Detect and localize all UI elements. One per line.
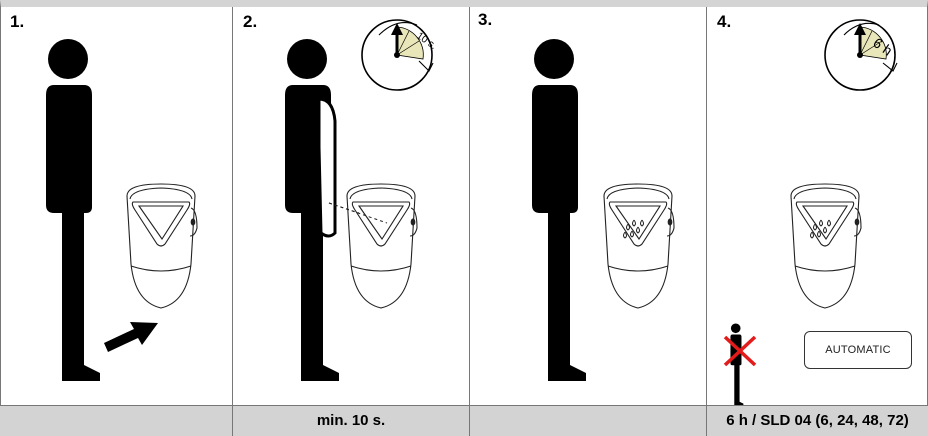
person-icon [532,39,586,381]
timer-icon: 10 s. [362,20,438,90]
step-1-panel: 1. [0,7,233,405]
step-4-panel: 4. 6 h AUTOMATIC [707,7,928,405]
urinal-icon [604,184,674,308]
urinal-icon [347,184,417,308]
person-icon [46,39,100,381]
urinal-icon [127,184,197,308]
step-1-scene [0,7,233,405]
footer-cell: min. 10 s. [233,406,470,436]
footer-bar: min. 10 s. 6 h / SLD 04 (6, 24, 48, 72) [0,405,928,436]
timer-icon: 6 h [825,20,897,90]
water-drops-icon [811,220,831,238]
automatic-badge: AUTOMATIC [804,331,912,369]
water-drops-icon [624,220,644,238]
footer-cell [0,406,233,436]
person-icon [285,39,339,381]
no-person-icon [725,323,755,405]
step-3-scene [470,7,707,405]
step-3-panel: 3. [470,7,707,405]
urinal-icon [791,184,861,308]
step-2-panel: 2. 10 s. [233,7,470,405]
footer-cell: 6 h / SLD 04 (6, 24, 48, 72) [707,406,928,436]
footer-cell [470,406,707,436]
step-2-scene: 10 s. [233,7,470,405]
arrow-icon [104,322,158,352]
